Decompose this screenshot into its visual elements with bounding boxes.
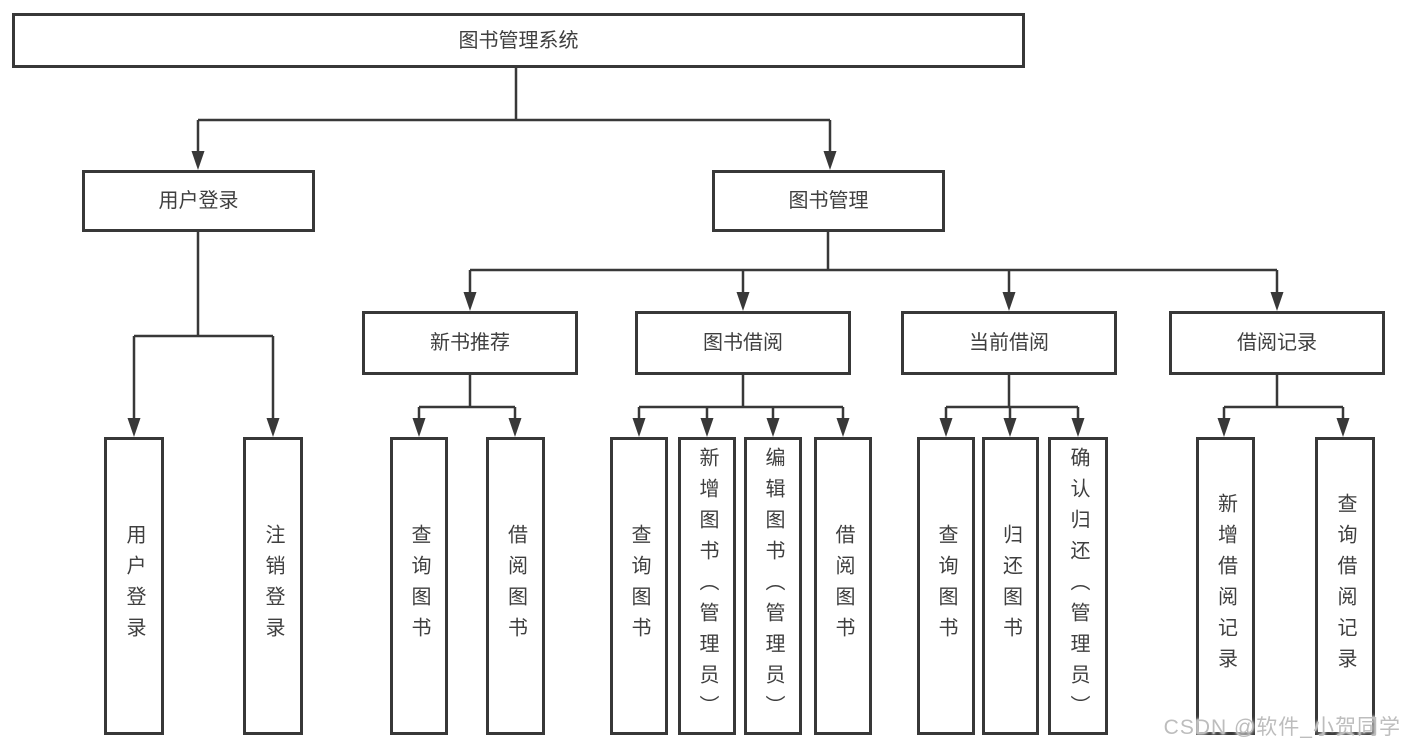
node-label: 图书借阅 (703, 332, 783, 354)
node-root-system: 图书管理系统 (12, 13, 1025, 68)
leaf-add-borrow-record: 新增借阅记录 (1196, 437, 1255, 735)
leaf-query-books-borrow: 查询图书 (610, 437, 668, 735)
node-label: 图书管理 (788, 190, 869, 212)
node-book-borrowing: 图书借阅 (635, 311, 851, 375)
leaf-label: 查询图书 (628, 524, 650, 648)
leaf-label: 查询图书 (935, 524, 957, 648)
leaf-label: 查询借阅记录 (1334, 493, 1356, 679)
node-label: 借阅记录 (1237, 332, 1317, 354)
leaf-add-books-admin: 新增图书（管理员） (678, 437, 736, 735)
node-current-borrowing: 当前借阅 (901, 311, 1117, 375)
leaf-user-login: 用户登录 (104, 437, 164, 735)
leaf-label: 归还图书 (999, 524, 1022, 648)
node-label: 新书推荐 (430, 332, 510, 354)
leaf-edit-books-admin: 编辑图书（管理员） (744, 437, 802, 735)
leaf-borrow-books-recommend: 借阅图书 (486, 437, 545, 735)
node-root-label: 图书管理系统 (458, 29, 579, 52)
arrowheads (127, 151, 1350, 437)
leaf-borrow-books: 借阅图书 (814, 437, 872, 735)
leaf-query-borrow-record: 查询借阅记录 (1315, 437, 1375, 735)
node-user-login-group: 用户登录 (82, 170, 315, 232)
leaf-label: 编辑图书（管理员） (762, 446, 784, 726)
leaf-logout: 注销登录 (243, 437, 303, 735)
node-new-book-recommend: 新书推荐 (362, 311, 578, 375)
leaf-return-books: 归还图书 (982, 437, 1039, 735)
node-label: 用户登录 (158, 190, 239, 212)
node-book-management-group: 图书管理 (712, 170, 945, 232)
leaf-label: 借阅图书 (832, 524, 854, 648)
leaf-label: 借阅图书 (504, 524, 527, 648)
leaf-label: 确认归还（管理员） (1067, 446, 1089, 726)
node-borrowing-records: 借阅记录 (1169, 311, 1385, 375)
leaf-label: 注销登录 (262, 524, 284, 648)
leaf-query-books-current: 查询图书 (917, 437, 975, 735)
leaf-label: 新增图书（管理员） (696, 446, 718, 726)
leaf-label: 查询图书 (408, 524, 430, 648)
node-label: 当前借阅 (969, 332, 1049, 354)
leaf-label: 新增借阅记录 (1214, 493, 1237, 679)
leaf-label: 用户登录 (123, 524, 145, 648)
leaf-query-books-recommend: 查询图书 (390, 437, 448, 735)
leaf-confirm-return-admin: 确认归还（管理员） (1048, 437, 1108, 735)
